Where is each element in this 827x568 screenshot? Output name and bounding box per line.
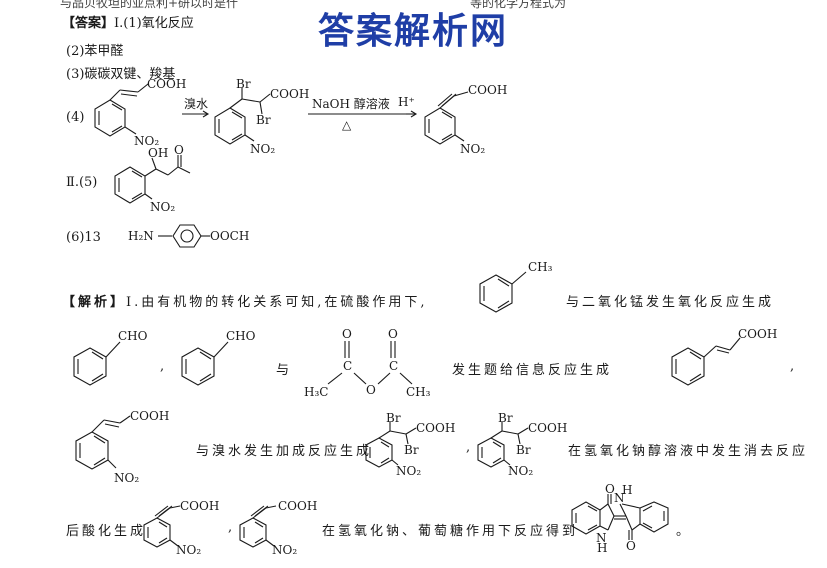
answer-q4-label: (4) <box>66 110 85 125</box>
alkyne-product-molecule: COOH NO₂ <box>424 83 507 156</box>
analysis-line2-d: , <box>790 359 798 374</box>
dibromide-cooh: COOH <box>270 87 309 101</box>
anhydride-h3c: H₃C <box>304 385 328 399</box>
q5-no2: NO₂ <box>150 200 175 214</box>
analysis-dibromide-1-br-2: Br <box>404 443 419 457</box>
answer-label: 【答案】 <box>62 16 115 31</box>
indigo-n-2: N <box>614 491 625 505</box>
q5-oh: OH <box>148 146 168 160</box>
benzaldehyde-2-cho: CHO <box>226 329 256 343</box>
analysis-label: 【解析】 <box>62 295 127 310</box>
analysis-line2-b: 与 <box>276 363 293 378</box>
top-fragment-left: 与品贝牧坦的亚点利+研以时是什 <box>60 0 239 10</box>
analysis-dibromide-1-no2: NO₂ <box>396 464 421 478</box>
top-fragment-right: 等的化学方程式为 <box>470 0 567 10</box>
benzaldehyde-1-cho: CHO <box>118 329 148 343</box>
alkyne-molecule-analysis-2: COOH NO₂ <box>239 499 317 557</box>
benzaldehyde-molecule-2: CHO <box>181 329 256 386</box>
analysis-line2-c: 发生题给信息反应生成 <box>452 363 613 378</box>
cinnamic-acid-molecule: COOH <box>671 327 777 386</box>
analysis-dibromide-2-no2: NO₂ <box>508 464 533 478</box>
q6-h2n: H₂N <box>128 229 154 243</box>
anhydride-c-2: C <box>389 359 398 373</box>
analysis-line1-b: 与二氧化锰发生氧化反应生成 <box>566 295 775 310</box>
analysis-alkyne-2-cooh: COOH <box>278 499 317 513</box>
alkyne-no2: NO₂ <box>460 142 485 156</box>
dibromide-molecule: Br Br COOH NO₂ <box>214 77 309 156</box>
watermark: 答案解析网 <box>318 11 509 52</box>
analysis-line4-a: 后酸化生成 <box>66 524 147 539</box>
alkyne-cooh: COOH <box>468 83 507 97</box>
analysis-line3-a: 与溴水发生加成反应生成 <box>196 444 373 459</box>
anhydride-o-1: O <box>342 327 352 341</box>
reactant-molecule: COOH NO₂ <box>94 77 186 148</box>
nitrocinnamic-molecule: COOH NO₂ <box>75 409 169 485</box>
reagent-naoh: NaOH 醇溶液 <box>312 96 390 111</box>
analysis-line3-c: 在氢氧化钠醇溶液中发生消去反应 <box>568 444 809 459</box>
indigo-n-1: N <box>596 531 607 545</box>
dibromide-molecule-analysis-2: Br Br COOH NO₂ <box>477 411 567 478</box>
indigo-o-1: O <box>605 482 615 496</box>
q5-o: O <box>174 143 184 157</box>
alkyne-molecule-analysis-1: COOH NO₂ <box>143 499 219 557</box>
anhydride-c-1: C <box>343 359 352 373</box>
toluene-ch3: CH₃ <box>528 260 553 274</box>
analysis-dibromide-2-cooh: COOH <box>528 421 567 435</box>
anhydride-o-2: O <box>388 327 398 341</box>
q6-molecule: H₂N OOCH <box>128 224 249 248</box>
analysis-dibromide-1-cooh: COOH <box>416 421 455 435</box>
nitrocinnamic-no2: NO₂ <box>114 471 139 485</box>
analysis-line1-a: 【解析】Ⅰ.由有机物的转化关系可知,在硫酸作用下, <box>62 291 428 310</box>
indigo-h-1: H <box>597 541 607 555</box>
q4-reaction-scheme: COOH NO₂ 溴水 Br Br COOH NO₂ NaOH 醇溶液 △ H⁺ <box>94 77 507 156</box>
dibromide-br-2: Br <box>256 113 271 127</box>
indigo-h-2: H <box>622 483 632 497</box>
analysis-line4-d: 。 <box>676 524 693 539</box>
analysis-dibromide-1-br-1: Br <box>386 411 401 425</box>
benzaldehyde-molecule-1: CHO <box>73 329 148 386</box>
analysis-line2-a: , <box>160 359 168 374</box>
analysis-line1-text: Ⅰ.由有机物的转化关系可知,在硫酸作用下, <box>126 295 428 310</box>
dibromide-br-1: Br <box>236 77 251 91</box>
analysis-line4-b: , <box>228 520 236 535</box>
analysis-line4-c: 在氢氧化钠、葡萄糖作用下反应得到 <box>322 524 579 539</box>
nitrocinnamic-cooh: COOH <box>130 409 169 423</box>
reactant-cooh: COOH <box>147 77 186 91</box>
analysis-line3-b: , <box>466 440 474 455</box>
anhydride-ch3: CH₃ <box>406 385 431 399</box>
analysis-alkyne-2-no2: NO₂ <box>272 543 297 557</box>
answer-q6-label: (6)13 <box>66 230 101 245</box>
analysis-dibromide-2-br-2: Br <box>516 443 531 457</box>
dibromide-molecule-analysis-1: Br Br COOH NO₂ <box>365 411 455 478</box>
answer-q3: (3)碳碳双键、羧基 <box>66 67 176 82</box>
cinnamic-cooh: COOH <box>738 327 777 341</box>
answer-q1: Ⅰ.(1)氧化反应 <box>114 16 194 31</box>
dibromide-no2: NO₂ <box>250 142 275 156</box>
reagent-bromine-water: 溴水 <box>184 97 208 111</box>
analysis-dibromide-2-br-1: Br <box>498 411 513 425</box>
answer-q1-line: 【答案】Ⅰ.(1)氧化反应 <box>62 12 194 31</box>
answer-q5-label: Ⅱ.(5) <box>66 175 98 190</box>
reagent-heat: △ <box>342 118 352 132</box>
reactant-no2: NO₂ <box>134 134 159 148</box>
toluene-molecule: CH₃ <box>479 260 553 313</box>
indigo-molecule: O N H N H O <box>571 482 669 555</box>
analysis-alkyne-1-cooh: COOH <box>180 499 219 513</box>
acetic-anhydride-molecule: O O C C O H₃C CH₃ <box>304 327 431 399</box>
answer-q2: (2)苯甲醛 <box>66 44 124 59</box>
reagent-acid: H⁺ <box>398 95 415 109</box>
q5-molecule: OH O NO₂ <box>114 143 191 214</box>
q6-ooch: OOCH <box>210 229 249 243</box>
anhydride-o-bridge: O <box>366 383 376 397</box>
indigo-o-2: O <box>626 539 636 553</box>
analysis-alkyne-1-no2: NO₂ <box>176 543 201 557</box>
